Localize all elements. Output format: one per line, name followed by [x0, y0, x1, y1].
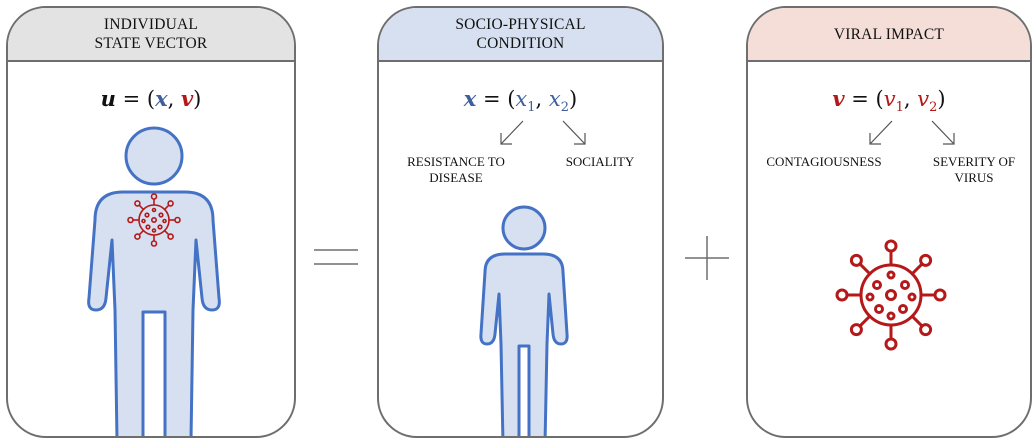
- viral-panel-header: VIRAL IMPACT: [748, 8, 1030, 62]
- virus-icon: [835, 239, 947, 351]
- individual-state-panel: INDIVIDUAL STATE VECTOR u = (x, v): [6, 6, 296, 438]
- formula-x: x: [155, 86, 168, 111]
- formula-comma: ,: [903, 87, 918, 111]
- individual-panel-header: INDIVIDUAL STATE VECTOR: [8, 8, 294, 62]
- formula-v-lhs: v: [832, 86, 845, 111]
- state-vector-formula: u = (x, v): [8, 86, 294, 111]
- formula-close: ): [937, 87, 946, 111]
- plus-icon: [685, 236, 729, 280]
- arrow-icon: [869, 120, 893, 145]
- viral-formula: v = (v1, v2): [748, 86, 1030, 115]
- formula-eq: = (: [115, 87, 156, 111]
- formula-u: u: [100, 86, 116, 111]
- viral-impact-panel: VIRAL IMPACT v = (v1, v2) CONTAGIOUSNESS…: [746, 6, 1032, 438]
- formula-v: v: [180, 86, 194, 111]
- formula-x1: x1: [515, 87, 536, 116]
- formula-comma: ,: [535, 87, 549, 111]
- contagiousness-label: CONTAGIOUSNESS: [766, 154, 882, 169]
- socio-panel-title: SOCIO-PHYSICAL CONDITION: [455, 16, 586, 52]
- formula-eq: = (: [476, 87, 516, 111]
- formula-v2: v2: [917, 87, 938, 116]
- socio-panel-header: SOCIO-PHYSICAL CONDITION: [379, 8, 662, 62]
- virus-icon: [127, 193, 181, 247]
- person-icon: [479, 205, 569, 436]
- formula-close: ): [193, 87, 202, 111]
- formula-close: ): [569, 87, 578, 111]
- formula-comma: ,: [167, 87, 181, 111]
- formula-v1: v1: [883, 87, 904, 116]
- socio-physical-panel: SOCIO-PHYSICAL CONDITION x = (x1, x2) RE…: [377, 6, 664, 438]
- viral-panel-title: VIRAL IMPACT: [833, 25, 945, 43]
- arrow-icon: [562, 120, 586, 145]
- person-icon: [87, 126, 221, 436]
- arrow-icon: [931, 120, 955, 145]
- equals-icon: [314, 249, 358, 265]
- formula-x2: x2: [548, 87, 570, 116]
- severity-of-virus-label: SEVERITY OF VIRUS: [932, 154, 1016, 185]
- individual-panel-title: INDIVIDUAL STATE VECTOR: [94, 16, 208, 52]
- resistance-to-disease-label: RESISTANCE TO DISEASE: [407, 154, 505, 185]
- socio-formula: x = (x1, x2): [379, 86, 662, 115]
- formula-eq: = (: [844, 87, 884, 111]
- formula-x-lhs: x: [463, 86, 477, 111]
- arrow-icon: [500, 120, 524, 145]
- sociality-label: SOCIALITY: [565, 154, 635, 169]
